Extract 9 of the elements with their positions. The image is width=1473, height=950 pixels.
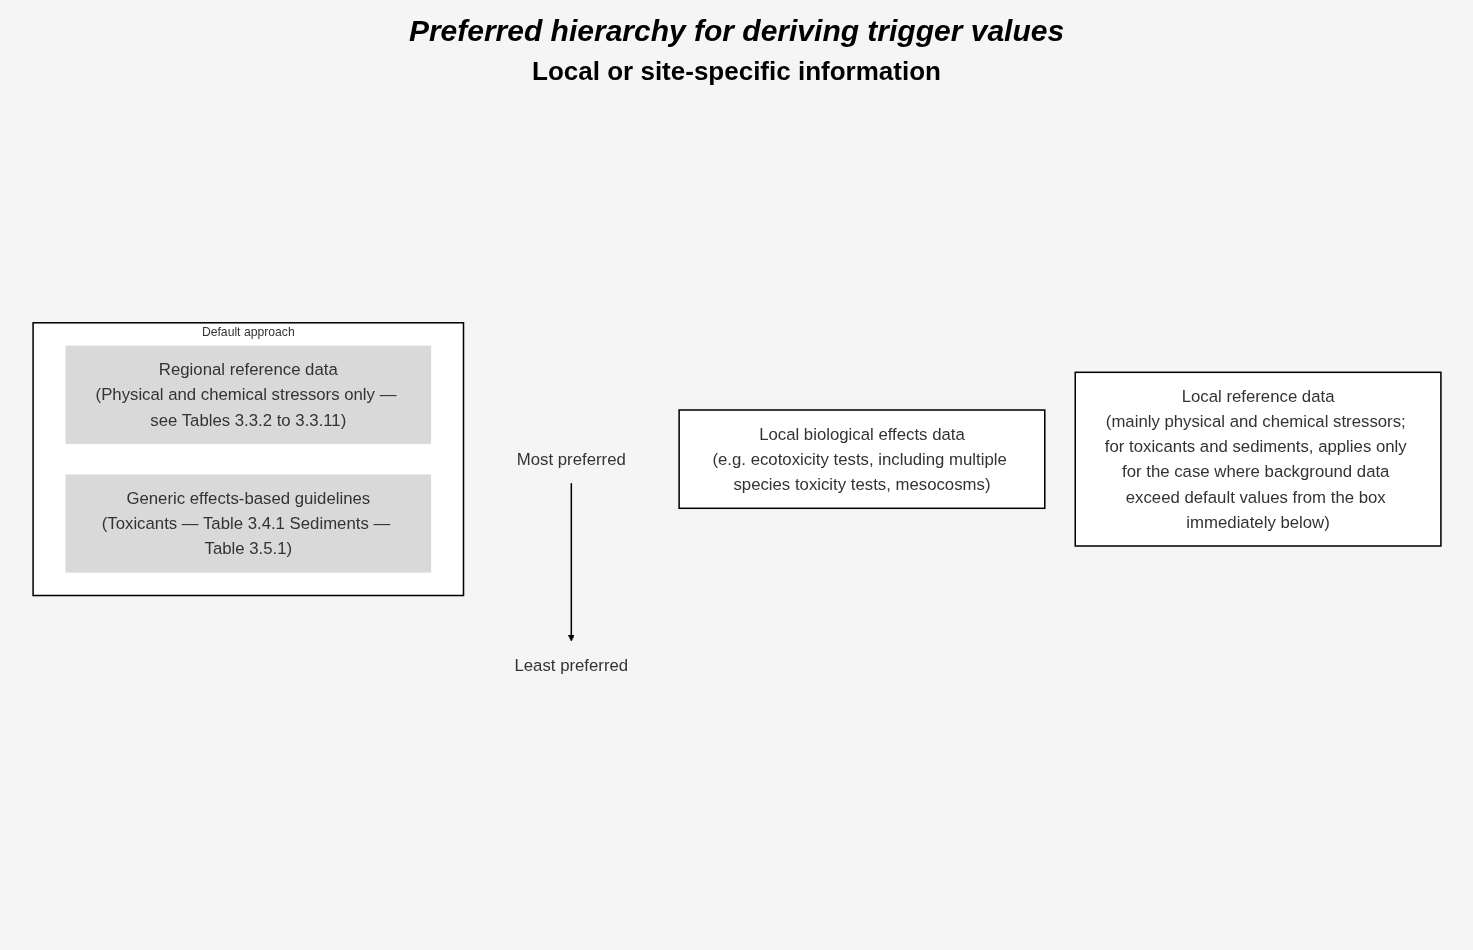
arrow <box>567 482 575 642</box>
node-text: Least preferred <box>513 655 628 675</box>
node-box: Generic effects-based guidelines (Toxicants — Table 3.4.1 Sediments — Table 3.5.1) <box>64 474 431 573</box>
node-box: Local biological effects data (e.g. ecotoxicity tests, including multiple species toxicity tests, mesocosms) <box>677 409 1046 510</box>
node-box: Local reference data (mainly physical and chemical stressors; for toxicants and sediments, applies only for the case where background data exceed default values from the box immediately below) <box>1074 371 1442 547</box>
section-heading: Local or site-specific information <box>532 56 941 87</box>
diagram-title: Preferred hierarchy for deriving trigger values <box>408 14 1065 48</box>
node-text: Most preferred <box>516 449 626 469</box>
node-box: Regional reference data (Physical and chemical stressors only — see Tables 3.3.2 to 3.3.11) <box>64 345 431 444</box>
